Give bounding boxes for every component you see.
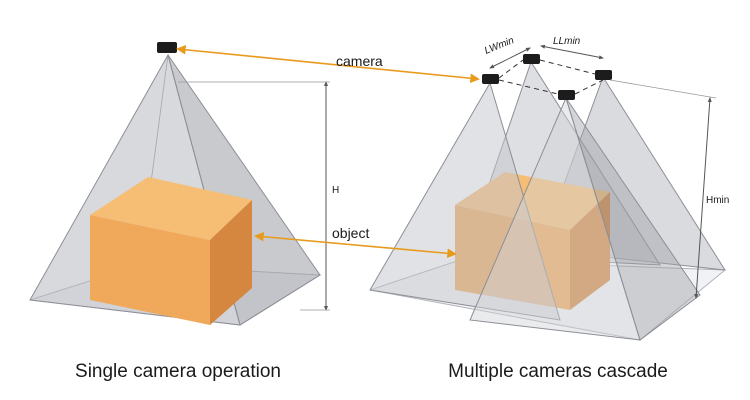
caption-multiple-cameras: Multiple cameras cascade xyxy=(448,361,668,382)
camera-icon-4 xyxy=(558,90,575,100)
lw-min-dimension xyxy=(489,47,531,69)
height-label: H xyxy=(332,185,339,196)
camera-icon-2 xyxy=(523,54,540,64)
lw-min-label: LWmin xyxy=(483,35,516,57)
ll-min-dimension xyxy=(540,44,604,60)
height-min-label: Hmin xyxy=(706,195,729,206)
height-min-dimension xyxy=(694,97,712,299)
multi-camera-scene: LWmin LLmin Hmin xyxy=(369,35,729,341)
camera-icon xyxy=(157,42,177,53)
caption-single-camera: Single camera operation xyxy=(75,361,281,382)
object-callout-arrow xyxy=(254,231,457,259)
camera-label: camera xyxy=(336,53,383,69)
field-of-view-pyramid-1 xyxy=(369,81,561,321)
camera-icon-1 xyxy=(482,74,499,84)
object-label: object xyxy=(332,225,369,241)
ll-min-label: LLmin xyxy=(553,36,581,47)
camera-callout-arrow xyxy=(176,44,480,84)
single-camera-scene: H xyxy=(29,42,339,326)
camera-icon-3 xyxy=(595,70,612,80)
object-box xyxy=(90,215,210,325)
